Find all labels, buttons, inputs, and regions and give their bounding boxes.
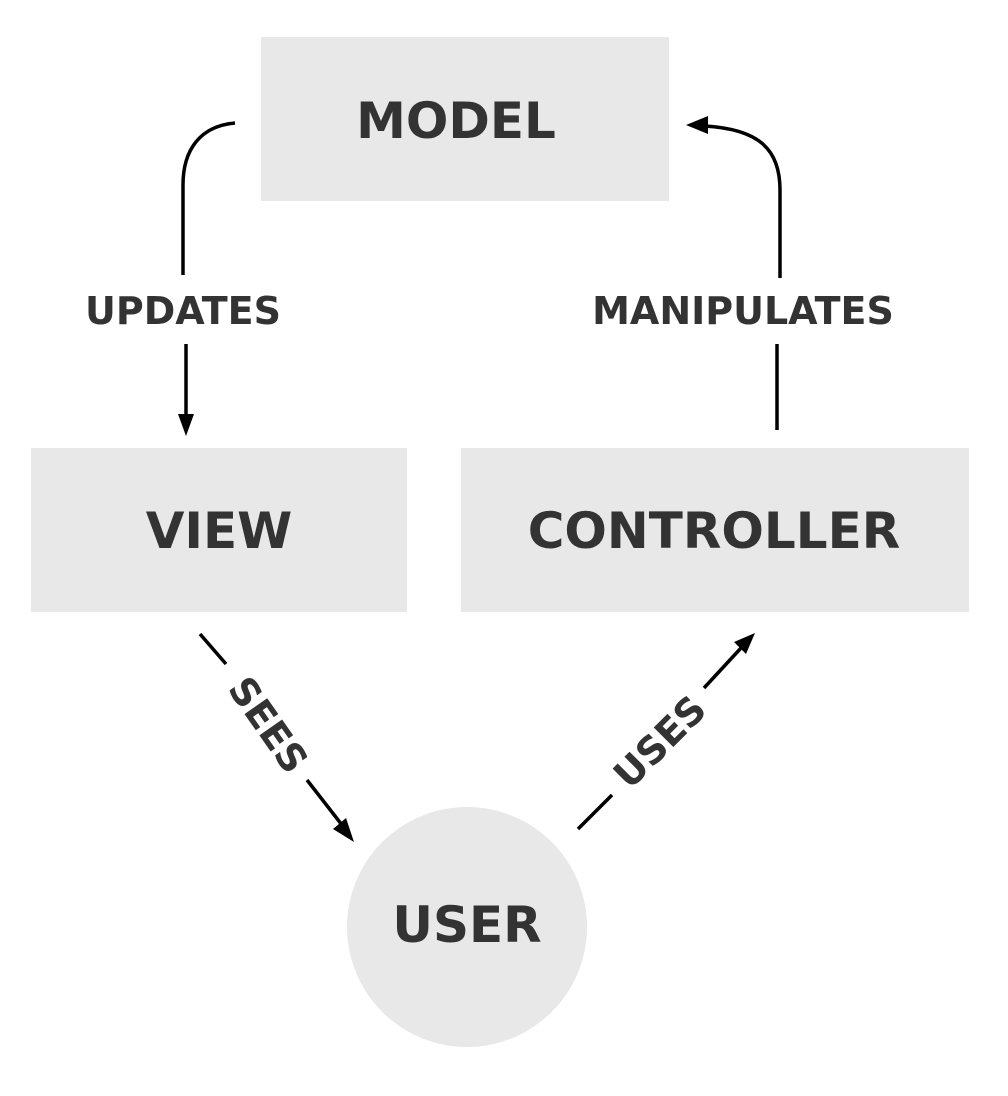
model-box bbox=[261, 37, 669, 201]
updates-arrowhead bbox=[178, 414, 194, 436]
uses-arrowhead bbox=[734, 633, 755, 654]
view-node: VIEW bbox=[31, 448, 407, 612]
uses-edge: USES bbox=[576, 633, 755, 831]
user-circle bbox=[347, 807, 587, 1047]
manipulates-label: MANIPULATES bbox=[592, 289, 894, 333]
user-label: USER bbox=[392, 896, 541, 954]
user-node: USER bbox=[347, 807, 587, 1047]
uses-label: USES bbox=[605, 687, 715, 797]
uses-line-top bbox=[702, 646, 743, 690]
sees-line-bottom bbox=[305, 778, 344, 827]
updates-edge: UPDATES bbox=[85, 121, 281, 436]
manipulates-arrowhead bbox=[686, 116, 708, 134]
uses-line-bottom bbox=[576, 793, 614, 831]
sees-edge: SEES bbox=[198, 632, 354, 842]
sees-line-top bbox=[198, 632, 228, 666]
controller-box bbox=[461, 448, 969, 612]
model-node: MODEL bbox=[261, 37, 669, 201]
updates-label: UPDATES bbox=[85, 289, 281, 333]
sees-arrowhead bbox=[333, 818, 354, 842]
view-label: VIEW bbox=[146, 502, 293, 560]
sees-label: SEES bbox=[219, 669, 316, 782]
model-label: MODEL bbox=[356, 92, 556, 150]
manipulates-edge: MANIPULATES bbox=[592, 116, 894, 430]
controller-node: CONTROLLER bbox=[461, 448, 969, 612]
updates-line-top bbox=[181, 121, 236, 275]
view-box bbox=[31, 448, 407, 612]
manipulates-line-top bbox=[703, 124, 782, 278]
controller-label: CONTROLLER bbox=[528, 502, 901, 560]
